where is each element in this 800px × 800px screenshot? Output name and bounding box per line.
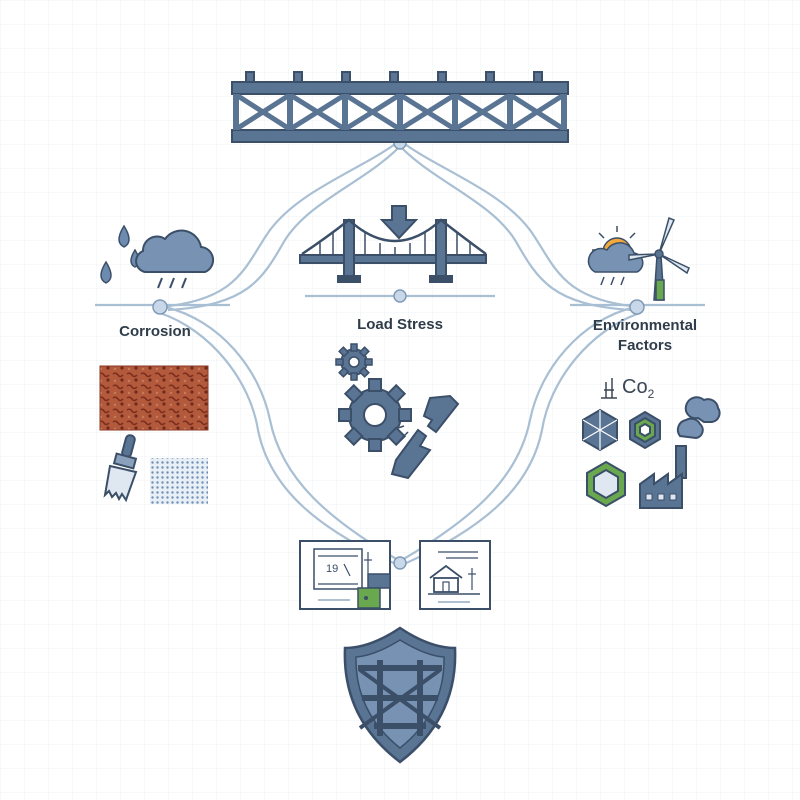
- coating-texture: [150, 458, 208, 504]
- connector-lines: [95, 141, 705, 567]
- truss-bridge-icon: [231, 71, 569, 143]
- shield-icon: [343, 626, 457, 764]
- label-environmental-line2: Factors: [617, 337, 673, 354]
- broken-beam-icon: [390, 394, 460, 480]
- paintbrush-icon: [103, 434, 138, 503]
- down-arrow-icon: [379, 205, 419, 240]
- node-bottom: [393, 556, 407, 570]
- node-center: [393, 289, 407, 303]
- wind-turbine-icon: [628, 216, 690, 301]
- co2-text: Co: [622, 376, 648, 398]
- connector-nodes: [152, 136, 645, 570]
- co2-subscript: 2: [647, 387, 655, 401]
- suspension-bridge-icon: [299, 218, 487, 283]
- chemistry-icon: [601, 378, 617, 399]
- co2-formula: Co2: [622, 375, 682, 406]
- blueprint-right: [419, 540, 491, 610]
- label-load-stress: Load Stress: [357, 316, 443, 333]
- label-corrosion: Corrosion: [119, 323, 191, 340]
- node-right: [629, 299, 645, 315]
- blueprint-icon: 19: [299, 540, 491, 610]
- rain-cloud-icon: [135, 229, 215, 289]
- node-left: [152, 299, 168, 315]
- blueprint-left: 19: [299, 540, 391, 610]
- rust-texture: [99, 365, 209, 431]
- label-environmental-factors: Environmental Factors: [560, 316, 730, 356]
- sun-cloud-icon: [587, 226, 644, 286]
- factory-icon: [639, 396, 721, 509]
- blueprint-number: 19: [326, 563, 338, 575]
- hexagon-icon: [582, 408, 661, 508]
- label-environmental-line1: Environmental: [592, 317, 698, 334]
- gear-icon: [335, 343, 412, 452]
